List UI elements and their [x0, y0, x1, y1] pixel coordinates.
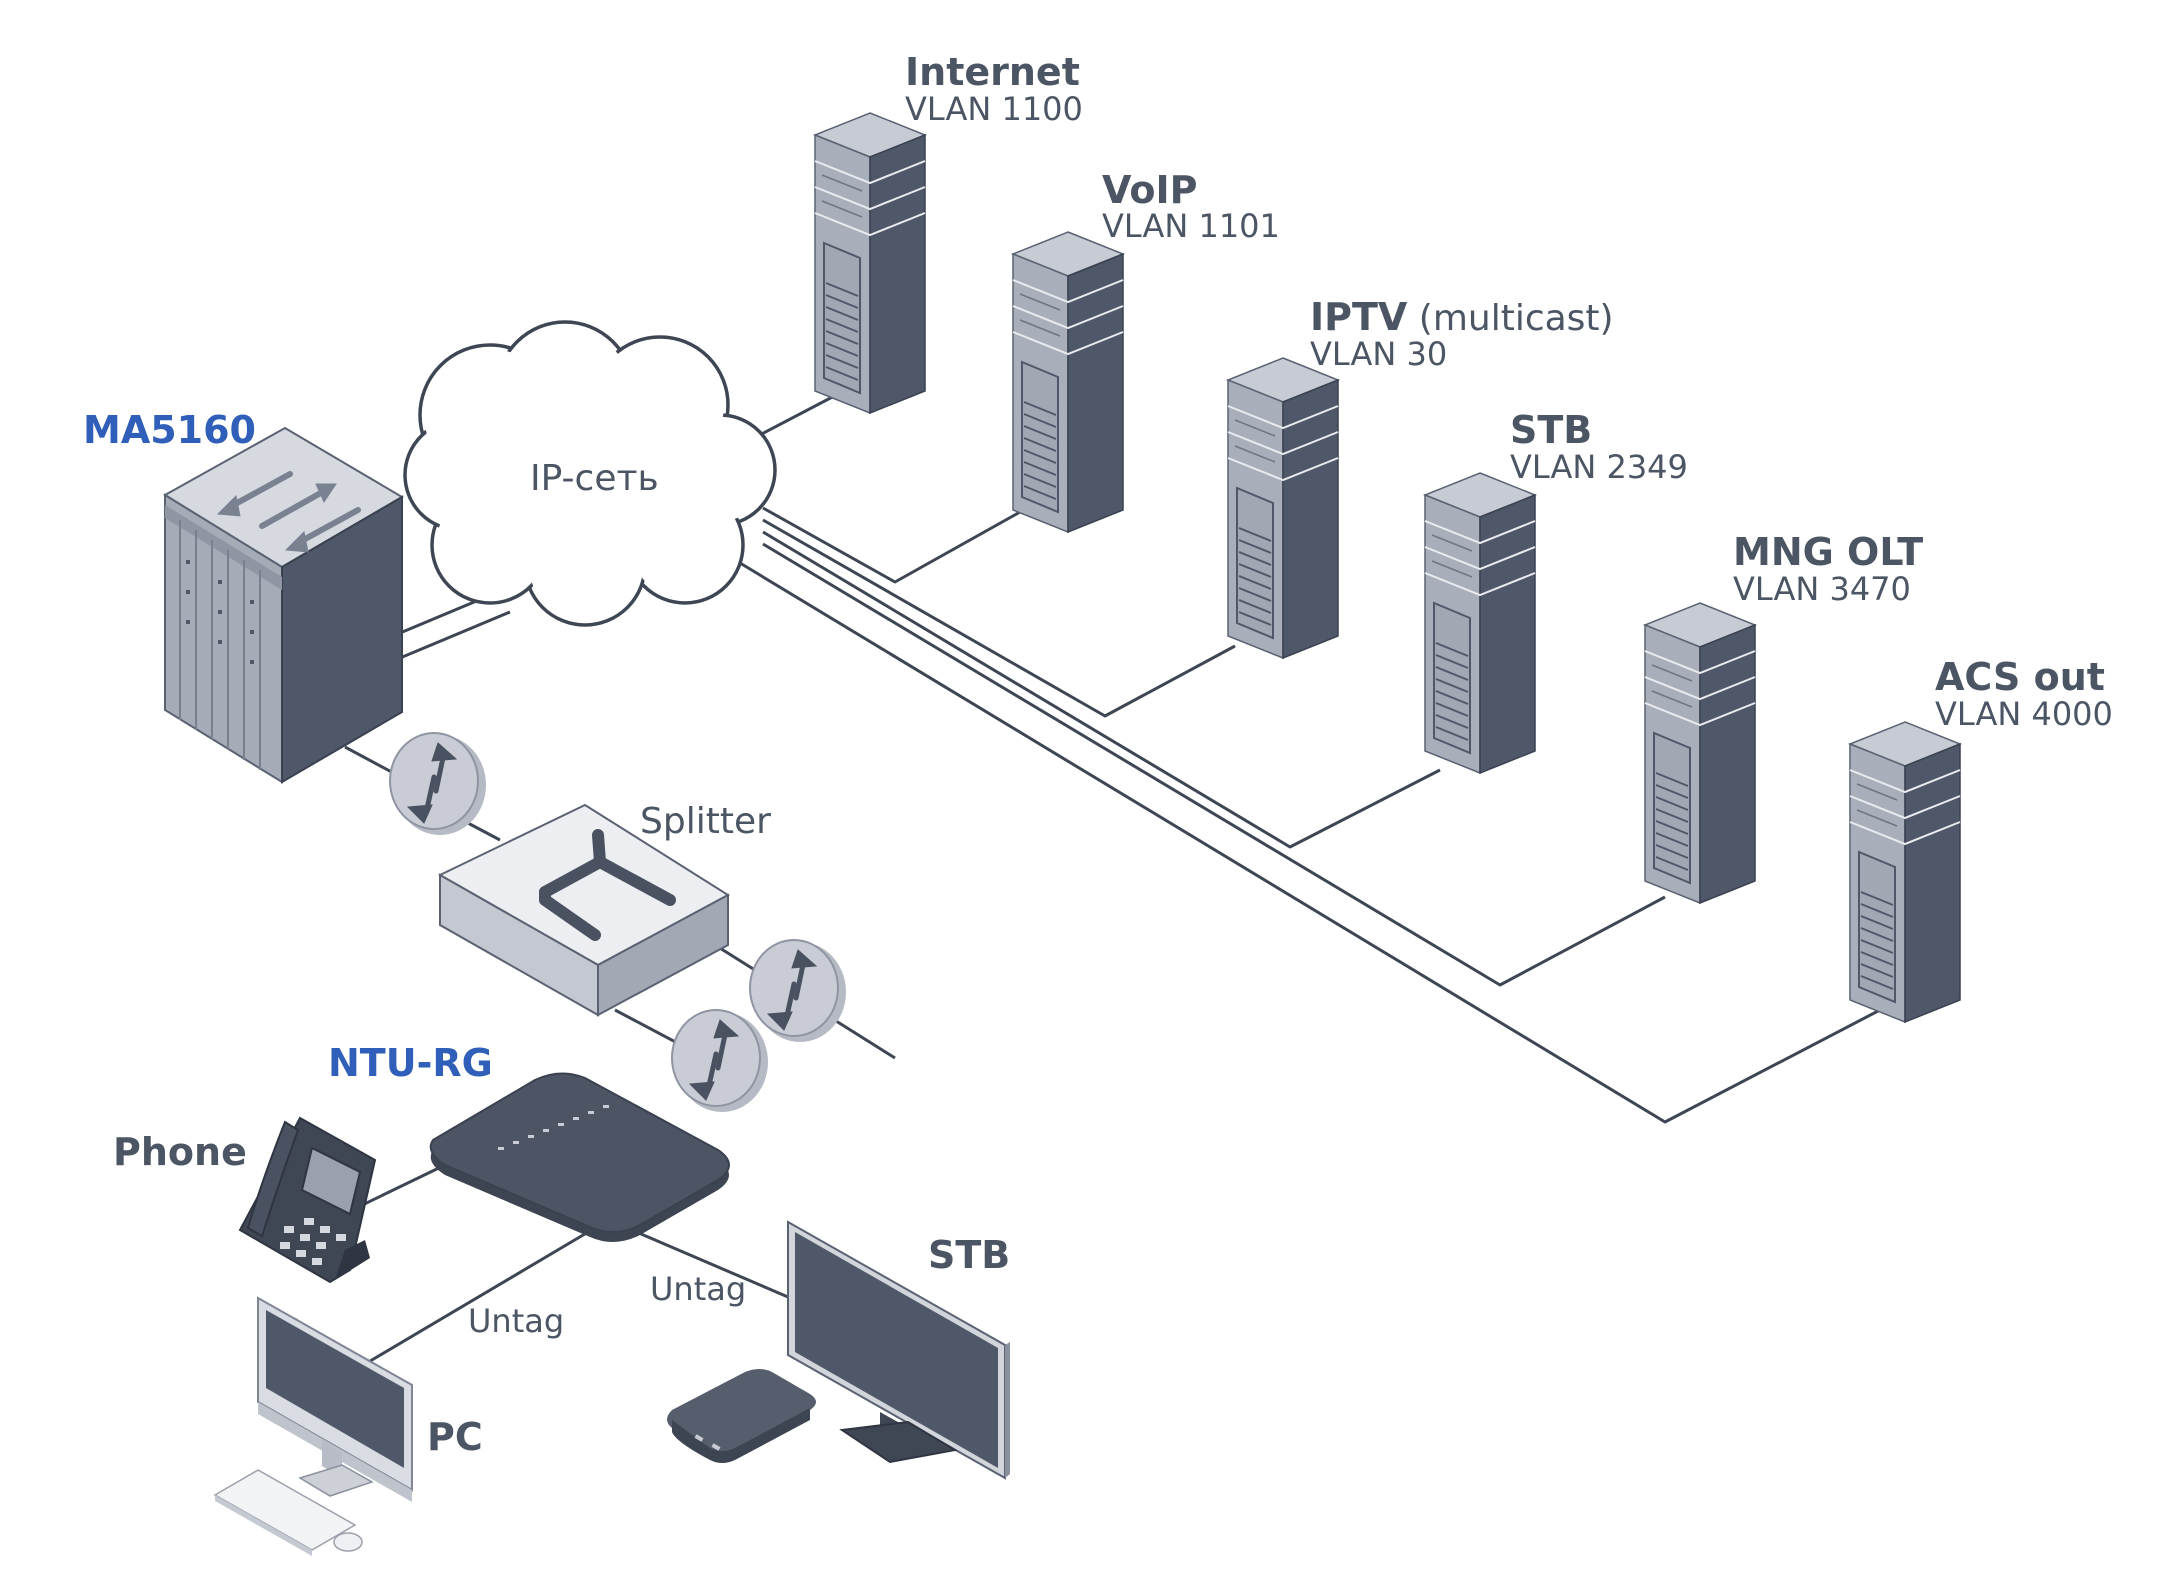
server-icon — [1644, 602, 1756, 904]
cloud-icon — [403, 320, 777, 627]
service-name-line: IPTV (multicast) — [1310, 295, 1614, 339]
service-vlan: VLAN 30 — [1310, 335, 1447, 373]
mouse-icon — [333, 1532, 363, 1552]
connector-icon — [672, 1010, 768, 1112]
monitor-icon — [257, 1296, 413, 1502]
service-name-extra: (multicast) — [1407, 298, 1613, 339]
monitor-icon — [787, 1220, 1010, 1480]
stb-device-label: STB — [928, 1233, 1010, 1277]
router-icon — [429, 1072, 730, 1243]
service-name: MNG OLT — [1733, 530, 1923, 574]
connector-icon — [390, 733, 486, 835]
cloud-label: IP-сеть — [530, 458, 659, 499]
service-vlan: VLAN 3470 — [1733, 570, 1911, 608]
server-icon — [1012, 231, 1124, 533]
keyboard-icon — [213, 1469, 357, 1556]
service-vlan: VLAN 4000 — [1935, 695, 2113, 733]
ntu-rg-label: NTU-RG — [328, 1041, 493, 1085]
server-icon — [814, 112, 926, 414]
service-name: IPTV — [1310, 295, 1408, 339]
service-name: Internet — [905, 50, 1080, 94]
untag-label-pc: Untag — [468, 1302, 564, 1340]
service-vlan: VLAN 2349 — [1510, 448, 1688, 486]
splitter-icon — [437, 803, 730, 1017]
service-name: VoIP — [1102, 168, 1197, 212]
service-vlan: VLAN 1100 — [905, 90, 1083, 128]
connector-icon — [750, 940, 846, 1042]
cables — [344, 391, 1881, 1372]
pc-label: PC — [427, 1415, 483, 1459]
service-labels: Internet VLAN 1100 VoIP VLAN 1101 IPTV (… — [905, 50, 2113, 733]
set-top-box-icon — [667, 1369, 816, 1463]
service-name: ACS out — [1935, 655, 2105, 699]
phone-icon — [238, 1116, 377, 1326]
phone-label: Phone — [113, 1130, 247, 1174]
untag-label-stb: Untag — [650, 1270, 746, 1308]
service-name: STB — [1510, 408, 1592, 452]
server-icon — [1424, 472, 1536, 774]
ma5160-label: MA5160 — [83, 408, 256, 452]
olt-chassis-icon — [163, 426, 404, 784]
server-icon — [1227, 357, 1339, 659]
service-vlan: VLAN 1101 — [1102, 207, 1280, 245]
splitter-label: Splitter — [640, 801, 771, 842]
server-icon — [1849, 721, 1961, 1023]
